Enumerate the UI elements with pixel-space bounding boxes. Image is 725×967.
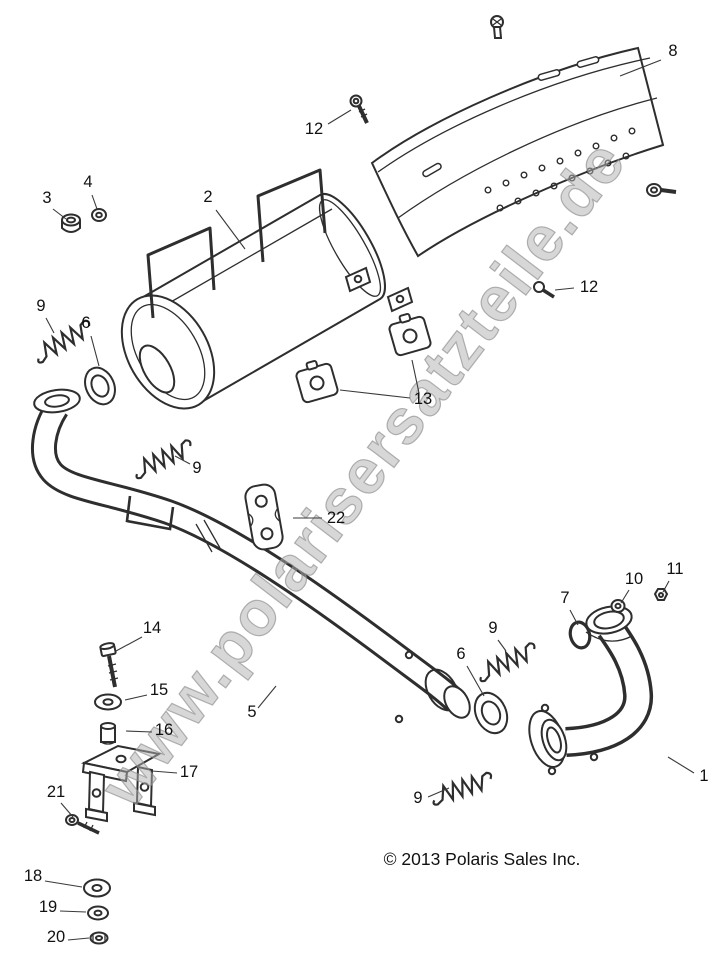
callout-label-6: 6 bbox=[81, 314, 90, 332]
callout-label-16: 16 bbox=[155, 721, 173, 739]
flange-nut-3 bbox=[61, 213, 81, 233]
rubber-mount-upper bbox=[388, 312, 432, 357]
callout-label-21: 21 bbox=[47, 783, 65, 801]
pipe-wire-bracket bbox=[125, 495, 175, 531]
callout-label-7: 7 bbox=[560, 589, 569, 607]
leader-line-8 bbox=[619, 59, 662, 77]
leader-line-2 bbox=[215, 209, 246, 250]
callout-label-11: 11 bbox=[666, 560, 683, 578]
leader-line-7 bbox=[569, 609, 579, 626]
callout-label-22: 22 bbox=[327, 509, 345, 527]
leader-line-5 bbox=[257, 685, 277, 709]
muffler-mount-bracket-17 bbox=[80, 744, 162, 823]
leader-line-17 bbox=[151, 770, 178, 774]
washer-18 bbox=[83, 878, 111, 898]
heat-shield-holes bbox=[484, 127, 636, 212]
heat-shield bbox=[370, 46, 665, 258]
callout-label-3: 3 bbox=[42, 189, 51, 207]
leader-line-3 bbox=[52, 208, 67, 220]
leader-line-9 bbox=[497, 639, 507, 652]
leader-line-9 bbox=[174, 455, 191, 465]
leader-line-20 bbox=[67, 937, 90, 941]
elbow-hook-1 bbox=[540, 703, 550, 713]
spring-hook-2 bbox=[394, 714, 404, 724]
shield-bracket-wire-left bbox=[146, 226, 216, 319]
callout-label-9: 9 bbox=[413, 789, 422, 807]
head-pipe-outlet bbox=[443, 685, 471, 719]
leader-line-12 bbox=[327, 109, 352, 125]
leader-line-14 bbox=[115, 636, 143, 652]
callout-label-20: 20 bbox=[47, 928, 65, 946]
callout-label-19: 19 bbox=[39, 898, 57, 916]
callout-label-1: 1 bbox=[699, 767, 708, 785]
nut-20 bbox=[89, 931, 109, 945]
spacer-16 bbox=[100, 722, 116, 745]
leader-line-13 bbox=[411, 359, 420, 394]
elbow-hook-3 bbox=[589, 752, 599, 762]
muffler-inlet-hole bbox=[138, 344, 176, 394]
callout-label-15: 15 bbox=[150, 681, 168, 699]
callout-label-5: 5 bbox=[247, 703, 256, 721]
copyright: © 2013 Polaris Sales Inc. bbox=[384, 849, 581, 869]
callout-label-13: 13 bbox=[414, 390, 432, 408]
bolt-12-top bbox=[349, 94, 369, 124]
leader-line-6 bbox=[90, 335, 100, 367]
elbow-pipe bbox=[528, 605, 654, 776]
rubber-mount-lower bbox=[295, 359, 339, 404]
callout-label-8: 8 bbox=[668, 42, 677, 60]
nut-11 bbox=[653, 588, 669, 601]
head-pipe bbox=[31, 388, 471, 724]
screw-top bbox=[490, 15, 504, 39]
bolt-right-edge bbox=[646, 183, 677, 197]
leader-line-18 bbox=[44, 880, 83, 888]
leader-line-15 bbox=[124, 694, 148, 701]
callout-label-9: 9 bbox=[192, 459, 201, 477]
callout-label-17: 17 bbox=[180, 763, 198, 781]
bolt-12-right bbox=[533, 281, 555, 299]
washer-19 bbox=[87, 905, 109, 921]
callout-label-9: 9 bbox=[36, 297, 45, 315]
leader-line-9 bbox=[427, 787, 450, 798]
leader-line-4 bbox=[91, 194, 98, 210]
elbow-hook-2 bbox=[547, 766, 557, 776]
heat-shield-slots bbox=[422, 56, 600, 178]
callout-label-6: 6 bbox=[456, 645, 465, 663]
callout-label-12: 12 bbox=[305, 120, 323, 138]
callout-label-4: 4 bbox=[83, 173, 92, 191]
bolt-14 bbox=[99, 642, 119, 688]
leader-line-10 bbox=[620, 589, 630, 604]
callout-label-12: 12 bbox=[580, 278, 598, 296]
leader-line-16 bbox=[125, 730, 153, 733]
callout-label-10: 10 bbox=[625, 570, 643, 588]
leader-line-21 bbox=[60, 802, 74, 818]
washer-15 bbox=[94, 693, 122, 711]
washer-10 bbox=[610, 599, 626, 613]
leader-line-6 bbox=[466, 665, 485, 697]
shield-bracket-wire-right bbox=[256, 168, 327, 263]
callout-label-18: 18 bbox=[24, 867, 42, 885]
leader-line-11 bbox=[662, 580, 670, 593]
callout-layer: 8123421296139221011791461551611792118192… bbox=[24, 42, 709, 946]
leader-line-13 bbox=[339, 389, 411, 399]
spring-hook-1 bbox=[404, 650, 414, 660]
muffler bbox=[120, 168, 414, 410]
gasket-left bbox=[84, 366, 116, 406]
callout-label-9: 9 bbox=[488, 619, 497, 637]
leader-line-9 bbox=[45, 317, 55, 334]
leader-line-12 bbox=[554, 287, 575, 291]
callout-label-2: 2 bbox=[203, 188, 212, 206]
leader-line-1 bbox=[667, 756, 695, 774]
washer-4 bbox=[91, 208, 107, 222]
isolator-mount-22 bbox=[244, 483, 284, 551]
leader-line-19 bbox=[59, 910, 87, 913]
gasket-right bbox=[473, 691, 509, 735]
callout-label-14: 14 bbox=[143, 619, 161, 637]
